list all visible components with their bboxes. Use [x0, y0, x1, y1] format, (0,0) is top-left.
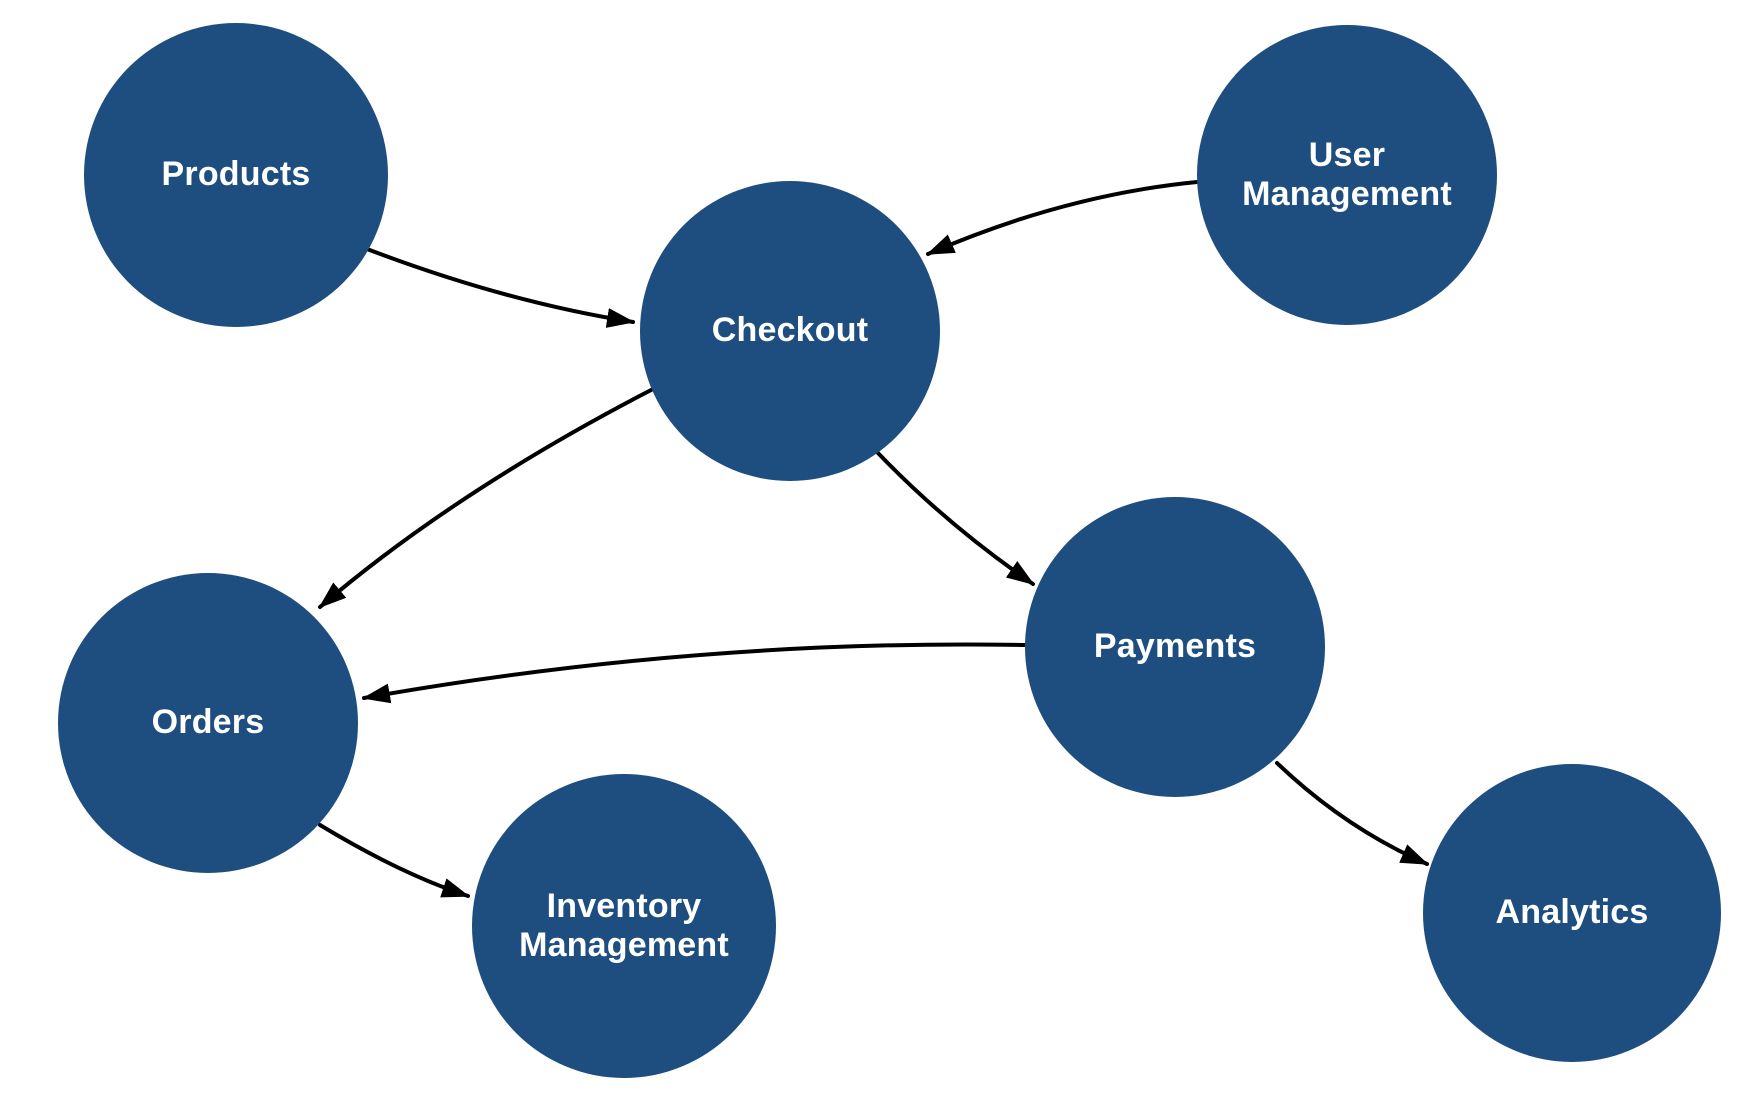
node-payments[interactable]: Payments: [1025, 497, 1325, 797]
node-label: Checkout: [711, 311, 869, 350]
edge-checkout-to-payments: [876, 451, 1035, 586]
node-inventory-management[interactable]: Inventory Management: [472, 774, 776, 1078]
node-label: Analytics: [1495, 893, 1649, 932]
edge-user-management-to-checkout: [926, 180, 1199, 256]
node-label: User Management: [1242, 135, 1452, 213]
edge-payments-to-orders: [362, 642, 1029, 704]
node-checkout[interactable]: Checkout: [640, 181, 940, 481]
node-label: Orders: [151, 703, 265, 742]
node-label: Payments: [1093, 627, 1257, 666]
node-user-management[interactable]: User Management: [1197, 25, 1497, 325]
node-analytics[interactable]: Analytics: [1423, 764, 1721, 1062]
node-label: Inventory Management: [519, 886, 729, 964]
node-products[interactable]: Products: [84, 23, 388, 327]
edge-payments-to-analytics: [1275, 761, 1429, 866]
edge-checkout-to-orders: [318, 386, 657, 609]
edge-orders-to-inventory-management: [318, 823, 470, 898]
node-label: Products: [161, 155, 311, 194]
node-orders[interactable]: Orders: [58, 573, 358, 873]
edge-products-to-checkout: [365, 247, 635, 328]
